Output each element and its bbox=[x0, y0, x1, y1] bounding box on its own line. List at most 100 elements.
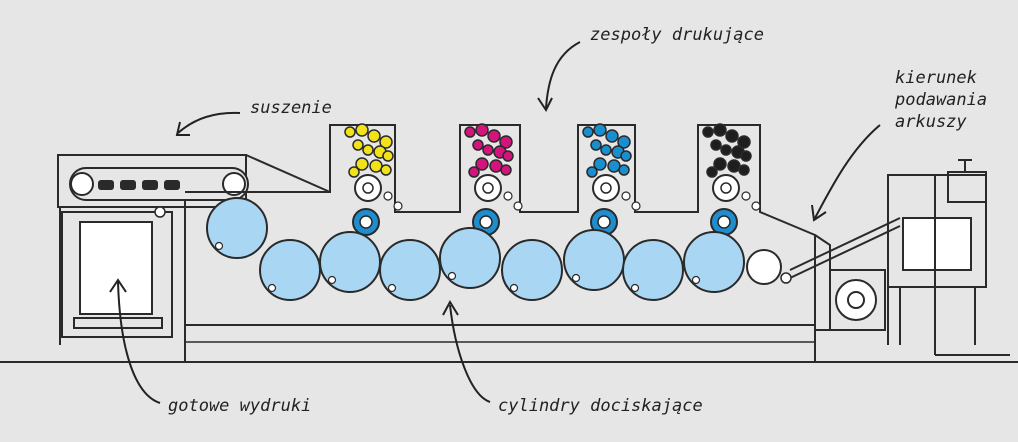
ink-roller-cyan-1 bbox=[582, 126, 594, 138]
impression-cylinder-4 bbox=[379, 239, 441, 301]
delivery-chain-wheel-left bbox=[70, 172, 94, 196]
impression-cylinder-9 bbox=[683, 231, 745, 293]
ink-roller-magenta-3 bbox=[487, 129, 501, 143]
impression-cylinder-5 bbox=[439, 227, 501, 289]
arrow-cylinders bbox=[449, 304, 491, 403]
damp-roller-a-black bbox=[741, 191, 751, 201]
impression-cylinder-6 bbox=[501, 239, 563, 301]
plate-cylinder-hub-yellow bbox=[362, 182, 374, 194]
impression-cylinder-3 bbox=[319, 231, 381, 293]
arrow-feed-head bbox=[811, 204, 827, 222]
ink-roller-yellow-2 bbox=[355, 123, 369, 137]
blanket-cylinder-hub-magenta bbox=[479, 215, 493, 229]
feeder-small-roller bbox=[780, 272, 792, 284]
blanket-cylinder-hub-black bbox=[717, 215, 731, 229]
arrow-printing-units bbox=[545, 41, 581, 109]
printing-unit-black bbox=[702, 123, 761, 236]
printing-unit-cyan bbox=[582, 123, 641, 236]
ink-roller-yellow-12 bbox=[348, 166, 360, 178]
label-feed-direction-line1: kierunek bbox=[895, 68, 977, 88]
ink-roller-cyan-8 bbox=[620, 150, 632, 162]
ink-roller-cyan-4 bbox=[617, 135, 631, 149]
ink-roller-magenta-9 bbox=[489, 159, 503, 173]
plate-cylinder-black bbox=[712, 174, 740, 202]
cylinder-gripper-4 bbox=[387, 283, 397, 293]
impression-cylinder-1 bbox=[206, 197, 268, 259]
label-feed-direction-line2: podawania bbox=[894, 90, 987, 110]
delivery-chain-wheel-right bbox=[222, 172, 246, 196]
ink-roller-cyan-7 bbox=[590, 139, 602, 151]
ink-roller-black-6 bbox=[720, 144, 732, 156]
ink-roller-cyan-11 bbox=[618, 164, 630, 176]
ink-roller-yellow-8 bbox=[382, 150, 394, 162]
blanket-cylinder-hub-cyan bbox=[597, 215, 611, 229]
plate-cylinder-cyan bbox=[592, 174, 620, 202]
ink-roller-black-7 bbox=[710, 139, 722, 151]
ink-roller-yellow-3 bbox=[367, 129, 381, 143]
ink-roller-magenta-12 bbox=[468, 166, 480, 178]
damp-roller-a-cyan bbox=[621, 191, 631, 201]
ink-roller-magenta-2 bbox=[475, 123, 489, 137]
plate-cylinder-hub-cyan bbox=[600, 182, 612, 194]
dryer-lamps bbox=[98, 180, 180, 190]
damp-roller-b-yellow bbox=[393, 201, 403, 211]
feeder-section bbox=[789, 159, 1010, 356]
ink-roller-black-11 bbox=[738, 164, 750, 176]
arrow-drying bbox=[177, 111, 241, 134]
arrow-feed bbox=[814, 124, 881, 219]
damp-roller-b-black bbox=[751, 201, 761, 211]
arrow-printing-units-head bbox=[537, 97, 553, 112]
ink-roller-yellow-11 bbox=[380, 164, 392, 176]
impression-cylinders bbox=[206, 197, 745, 301]
ink-roller-cyan-9 bbox=[607, 159, 621, 173]
cylinder-gripper-3 bbox=[327, 275, 337, 285]
delivery-roller bbox=[154, 206, 166, 218]
ink-roller-magenta-8 bbox=[502, 150, 514, 162]
printing-unit-yellow bbox=[344, 123, 403, 236]
ink-roller-cyan-3 bbox=[605, 129, 619, 143]
printing-units bbox=[344, 123, 761, 236]
main-frame-top bbox=[185, 124, 816, 362]
cylinder-gripper-6 bbox=[509, 283, 519, 293]
impression-cylinder-8 bbox=[622, 239, 684, 301]
plate-cylinder-hub-black bbox=[720, 182, 732, 194]
ink-roller-black-12 bbox=[706, 166, 718, 178]
ink-roller-black-2 bbox=[713, 123, 727, 137]
ink-roller-black-1 bbox=[702, 126, 714, 138]
plate-cylinder-yellow bbox=[354, 174, 382, 202]
ink-roller-cyan-2 bbox=[593, 123, 607, 137]
ink-roller-magenta-4 bbox=[499, 135, 513, 149]
printing-unit-magenta bbox=[464, 123, 523, 236]
ink-roller-magenta-1 bbox=[464, 126, 476, 138]
ink-roller-yellow-4 bbox=[379, 135, 393, 149]
ink-roller-cyan-6 bbox=[600, 144, 612, 156]
ink-roller-black-4 bbox=[737, 135, 751, 149]
ink-roller-magenta-7 bbox=[472, 139, 484, 151]
impression-cylinder-7 bbox=[563, 229, 625, 291]
plate-cylinder-magenta bbox=[474, 174, 502, 202]
plate-cylinder-hub-magenta bbox=[482, 182, 494, 194]
ink-roller-yellow-10 bbox=[355, 157, 369, 171]
damp-roller-a-yellow bbox=[383, 191, 393, 201]
ink-roller-black-9 bbox=[727, 159, 741, 173]
label-printing-units: zespoły drukujące bbox=[590, 25, 764, 45]
label-drying: suszenie bbox=[250, 98, 332, 118]
label-feed-direction-line3: arkuszy bbox=[895, 112, 967, 132]
ink-roller-yellow-6 bbox=[362, 144, 374, 156]
arrow-finished-head bbox=[109, 278, 127, 293]
ink-roller-black-10 bbox=[713, 157, 727, 171]
arrow-cylinders-head bbox=[442, 299, 459, 316]
ink-roller-black-8 bbox=[740, 150, 752, 162]
label-finished-prints: gotowe wydruki bbox=[168, 396, 311, 416]
feeder-drum bbox=[746, 249, 782, 285]
cylinder-gripper-7 bbox=[571, 273, 581, 283]
damp-roller-b-cyan bbox=[631, 201, 641, 211]
ink-roller-yellow-9 bbox=[369, 159, 383, 173]
damp-roller-a-magenta bbox=[503, 191, 513, 201]
ink-roller-cyan-10 bbox=[593, 157, 607, 171]
arrow-drying-head bbox=[175, 121, 190, 136]
ink-roller-magenta-6 bbox=[482, 144, 494, 156]
damp-roller-b-magenta bbox=[513, 201, 523, 211]
